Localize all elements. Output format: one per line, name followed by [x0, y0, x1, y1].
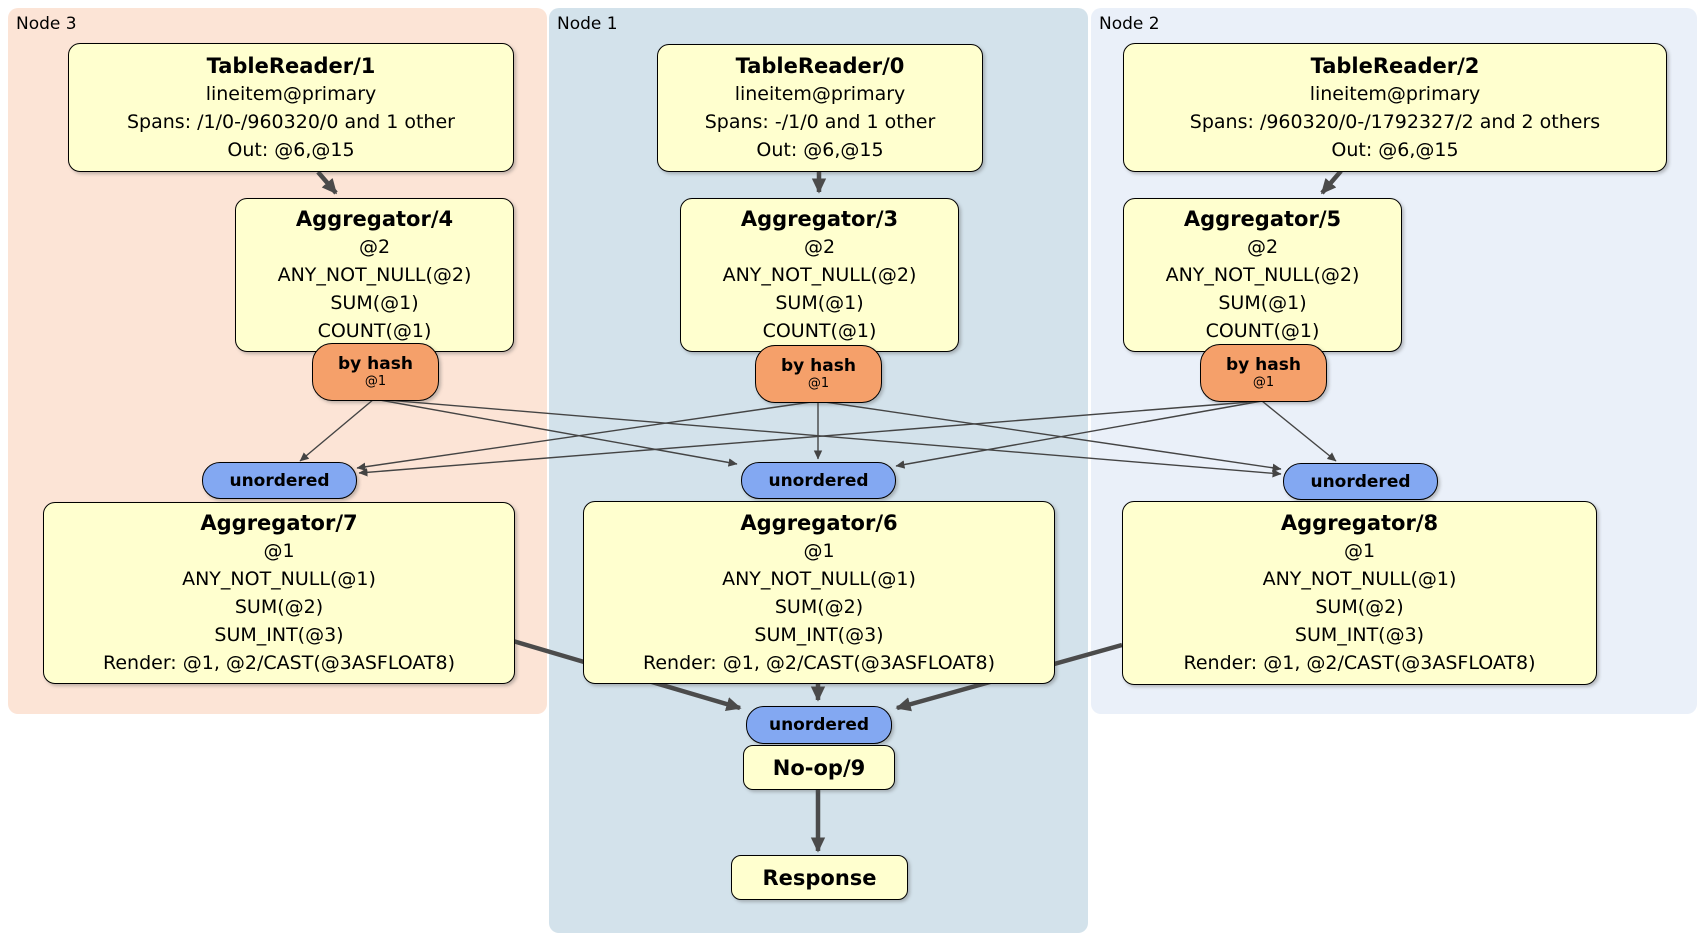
- aggregator-7: Aggregator/7 @1 ANY_NOT_NULL(@1) SUM(@2)…: [43, 502, 515, 684]
- processor-detail: SUM(@2): [234, 596, 324, 618]
- edge-byhash5-unordered7: [358, 400, 1263, 477]
- processor-title: Aggregator/4: [295, 207, 454, 231]
- edge-byhash4-unordered7: [299, 398, 375, 462]
- router-label: by hash: [781, 356, 856, 376]
- processor-detail: Spans: -/1/0 and 1 other: [704, 111, 936, 133]
- processor-detail: Spans: /1/0-/960320/0 and 1 other: [127, 110, 455, 133]
- processor-detail: COUNT(@1): [1205, 320, 1320, 342]
- processor-detail: Render: @1, @2/CAST(@3ASFLOAT8): [103, 652, 455, 674]
- processor-detail: @1: [263, 540, 295, 562]
- edge-byhash3-unordered8: [817, 400, 1282, 472]
- processor-title: TableReader/0: [735, 54, 905, 78]
- processor-detail: Spans: /960320/0-/1792327/2 and 2 others: [1189, 110, 1601, 133]
- processor-detail: ANY_NOT_NULL(@1): [722, 567, 916, 590]
- processor-detail: lineitem@primary: [1309, 82, 1481, 105]
- edge-byhash4-unordered8: [373, 398, 1282, 478]
- aggregator-5: Aggregator/5 @2 ANY_NOT_NULL(@2) SUM(@1)…: [1123, 198, 1402, 352]
- by-hash-router-agg5: by hash @1: [1200, 344, 1327, 402]
- processor-title: Aggregator/8: [1280, 511, 1439, 535]
- edge-tr1-agg4: [316, 170, 338, 195]
- processor-detail: COUNT(@1): [317, 320, 432, 342]
- processor-detail: SUM_INT(@3): [754, 623, 884, 646]
- node2-region-label: Node 2: [1099, 14, 1160, 34]
- router-label: by hash: [1226, 355, 1301, 375]
- processor-title: Aggregator/5: [1183, 207, 1342, 231]
- by-hash-router-agg3: by hash @1: [755, 345, 882, 403]
- router-key: @1: [364, 374, 387, 389]
- processor-title: TableReader/2: [1310, 53, 1480, 78]
- processor-title: Aggregator/6: [740, 510, 898, 535]
- processor-title: Aggregator/7: [200, 511, 358, 535]
- processor-title: TableReader/1: [206, 53, 376, 78]
- processor-detail: @2: [1246, 236, 1279, 258]
- processor-detail: ANY_NOT_NULL(@2): [1165, 264, 1360, 286]
- unordered-collector-agg7: unordered: [202, 462, 357, 499]
- processor-detail: SUM(@1): [1218, 292, 1307, 314]
- aggregator-6: Aggregator/6 @1 ANY_NOT_NULL(@1) SUM(@2)…: [583, 501, 1055, 684]
- aggregator-3: Aggregator/3 @2 ANY_NOT_NULL(@2) SUM(@1)…: [680, 198, 959, 352]
- processor-detail: lineitem@primary: [205, 82, 377, 105]
- processor-detail: SUM(@1): [330, 292, 419, 314]
- processor-detail: SUM(@2): [774, 595, 864, 618]
- edge-byhash5-unordered8: [1261, 400, 1337, 462]
- processor-detail: Render: @1, @2/CAST(@3ASFLOAT8): [1183, 652, 1536, 674]
- aggregator-4: Aggregator/4 @2 ANY_NOT_NULL(@2) SUM(@1)…: [235, 198, 514, 352]
- tablereader-0: TableReader/0 lineitem@primary Spans: -/…: [657, 44, 983, 172]
- edge-byhash3-unordered7: [356, 400, 819, 471]
- processor-detail: Out: @6,@15: [1331, 138, 1459, 161]
- processor-detail: @2: [803, 236, 836, 258]
- unordered-collector-agg8: unordered: [1283, 463, 1438, 500]
- edge-byhash4-unordered6: [373, 398, 738, 467]
- processor-detail: COUNT(@1): [762, 320, 877, 342]
- unordered-collector-final: unordered: [746, 706, 892, 744]
- processor-detail: SUM_INT(@3): [1294, 624, 1425, 646]
- tablereader-2: TableReader/2 lineitem@primary Spans: /9…: [1123, 43, 1667, 172]
- router-key: @1: [1252, 375, 1275, 390]
- processor-detail: lineitem@primary: [734, 83, 906, 105]
- processor-detail: ANY_NOT_NULL(@1): [182, 568, 376, 590]
- processor-detail: Render: @1, @2/CAST(@3ASFLOAT8): [643, 651, 995, 674]
- router-label: by hash: [338, 354, 413, 374]
- processor-detail: ANY_NOT_NULL(@1): [1262, 568, 1457, 590]
- processor-title: Aggregator/3: [740, 207, 899, 231]
- processor-detail: @1: [803, 539, 835, 562]
- hash-routing-edges: [299, 398, 1337, 478]
- processor-detail: SUM(@1): [775, 292, 864, 314]
- unordered-collector-agg6: unordered: [741, 462, 896, 499]
- node3-region-label: Node 3: [16, 14, 77, 34]
- aggregator-8: Aggregator/8 @1 ANY_NOT_NULL(@1) SUM(@2)…: [1122, 501, 1597, 685]
- processor-detail: @1: [1343, 540, 1376, 562]
- processor-detail: ANY_NOT_NULL(@2): [722, 264, 917, 286]
- noop-9: No-op/9: [743, 745, 895, 790]
- edge-tr2-agg5: [1320, 169, 1343, 195]
- processor-detail: @2: [358, 236, 391, 258]
- processor-detail: Out: @6,@15: [227, 138, 355, 161]
- processor-detail: ANY_NOT_NULL(@2): [277, 264, 472, 286]
- processor-detail: SUM(@2): [1315, 596, 1404, 618]
- processor-detail: Out: @6,@15: [756, 139, 884, 161]
- edge-byhash5-unordered6: [895, 400, 1263, 469]
- processor-detail: SUM_INT(@3): [214, 624, 344, 646]
- response: Response: [731, 855, 908, 900]
- by-hash-router-agg4: by hash @1: [312, 343, 439, 401]
- processor-title: Response: [762, 865, 877, 890]
- tablereader-1: TableReader/1 lineitem@primary Spans: /1…: [68, 43, 514, 172]
- node1-region-label: Node 1: [557, 14, 618, 34]
- processor-title: No-op/9: [772, 755, 866, 780]
- router-key: @1: [807, 376, 830, 391]
